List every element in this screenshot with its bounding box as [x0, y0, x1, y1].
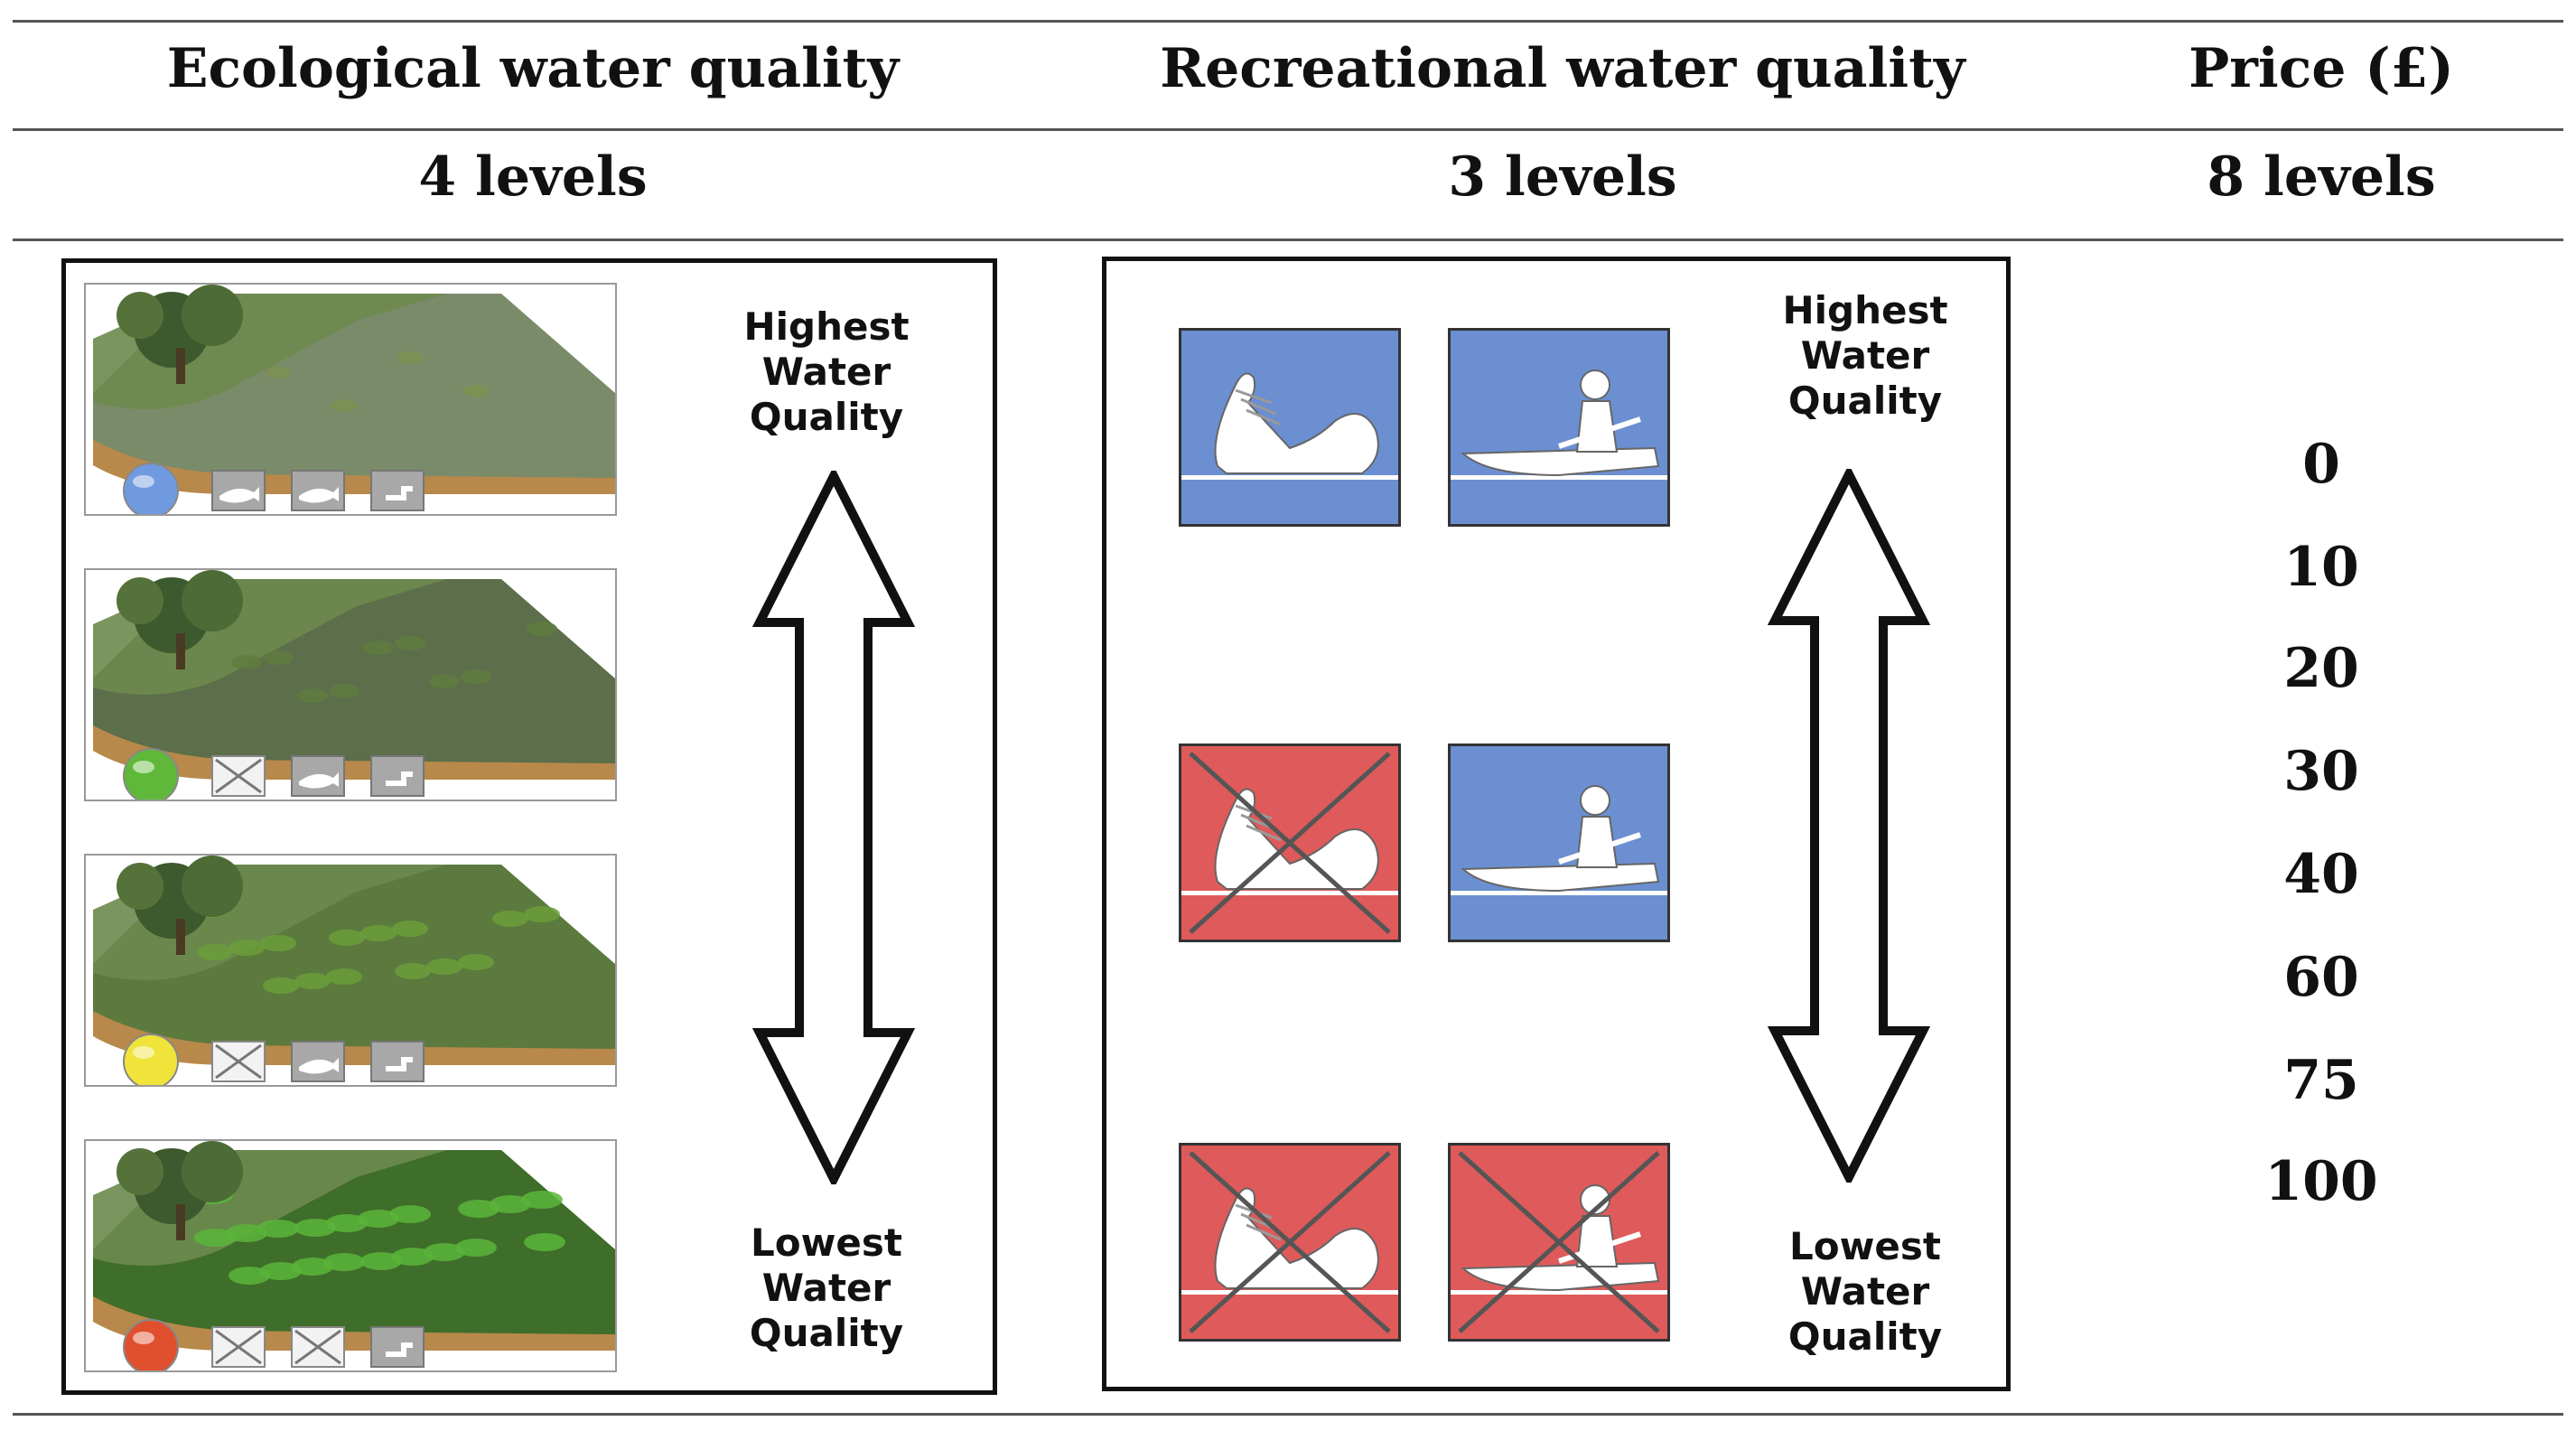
ecological-green-scene-icon [93, 570, 615, 800]
recreational-lowest-label: Lowest Water Quality [1787, 1224, 1943, 1359]
levels-price: 8 levels [2207, 145, 2436, 209]
bottom-rule [13, 1413, 2563, 1416]
header-rule [13, 128, 2563, 131]
ecological-level-tile [84, 283, 617, 516]
price-level: 40 [2283, 843, 2359, 906]
ecological-level-tile [84, 854, 617, 1087]
price-level: 30 [2283, 740, 2359, 803]
levels-rule [13, 238, 2563, 241]
price-level: 60 [2283, 946, 2359, 1009]
price-level: 100 [2264, 1150, 2378, 1213]
boating-allowed-icon [1448, 744, 1670, 942]
boating-not-allowed-icon [1448, 1143, 1670, 1342]
header-ecological: Ecological water quality [166, 37, 900, 100]
recreational-double-arrow-icon [1768, 469, 1930, 1183]
price-level: 0 [2302, 433, 2340, 496]
header-recreational: Recreational water quality [1160, 37, 1965, 100]
ecological-blue-scene-icon [93, 285, 615, 514]
swimming-allowed-icon [1179, 328, 1401, 527]
recreational-highest-label: Highest Water Quality [1782, 288, 1948, 423]
price-level: 20 [2283, 637, 2359, 700]
recreational-panel: Highest Water Quality Lowest Water Quali… [1102, 257, 2011, 1391]
ecological-level-tile [84, 1139, 617, 1372]
ecological-panel: Highest Water Quality Lowest Water Quali… [61, 258, 997, 1395]
ecological-lowest-label: Lowest Water Quality [749, 1221, 904, 1355]
swimming-not-allowed-icon [1179, 1143, 1401, 1342]
ecological-red-scene-icon [93, 1141, 615, 1370]
boating-allowed-icon [1448, 328, 1670, 527]
ecological-highest-label: Highest Water Quality [743, 304, 910, 439]
header-price: Price (£) [2189, 37, 2454, 100]
ecological-double-arrow-icon [752, 471, 915, 1184]
levels-ecological: 4 levels [418, 145, 648, 209]
price-level: 10 [2283, 536, 2359, 599]
swimming-not-allowed-icon [1179, 744, 1401, 942]
ecological-yellow-scene-icon [93, 856, 615, 1085]
top-rule [13, 20, 2563, 23]
price-level: 75 [2283, 1049, 2359, 1112]
ecological-level-tile [84, 568, 617, 801]
levels-recreational: 3 levels [1448, 145, 1677, 209]
